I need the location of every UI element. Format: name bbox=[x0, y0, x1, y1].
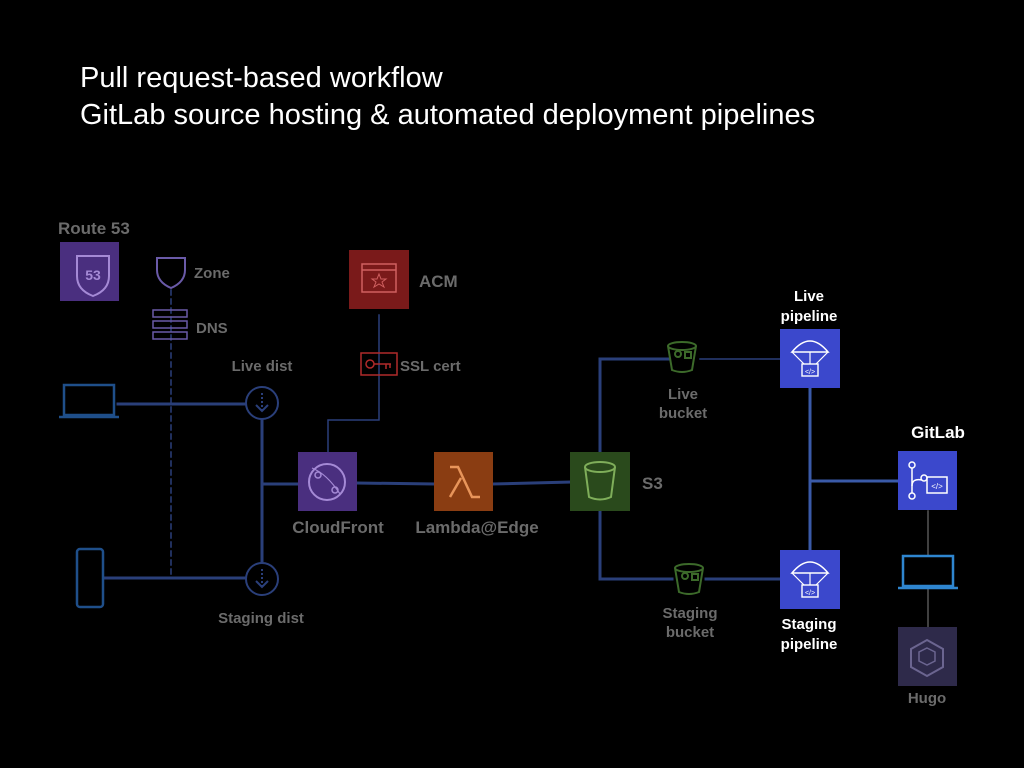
acm-to-cloudfront-line bbox=[327, 314, 380, 453]
gitlab-laptop-icon bbox=[898, 554, 958, 590]
route53-icon: 53 bbox=[60, 242, 119, 301]
cloudfront-to-lambda-line bbox=[355, 481, 436, 486]
dns-icon bbox=[152, 309, 188, 340]
bucket-icon bbox=[570, 452, 630, 511]
title-line-1: Pull request-based workflow bbox=[80, 62, 443, 94]
cloudfront-label: CloudFront bbox=[292, 518, 384, 537]
dns-label: DNS bbox=[196, 320, 228, 337]
staging-dist-icon bbox=[245, 562, 279, 596]
staging-pipeline-label: Staging pipeline bbox=[780, 616, 838, 653]
zone-icon bbox=[156, 257, 186, 290]
staging-bucket-label: Staging bucket bbox=[662, 605, 718, 641]
staging-bucket-icon bbox=[674, 563, 704, 595]
live-dist-label: Live dist bbox=[231, 358, 293, 375]
live-pipeline-label: Live pipeline bbox=[780, 288, 838, 325]
live-bucket-label: Live bucket bbox=[658, 386, 708, 422]
acm-label: ACM bbox=[419, 272, 458, 291]
lambda-edge-label: Lambda@Edge bbox=[415, 518, 539, 537]
lambda-to-s3-line bbox=[491, 480, 572, 486]
lambda-icon bbox=[434, 452, 493, 511]
s3-to-live-bucket-line bbox=[598, 357, 670, 454]
staging-dist-label: Staging dist bbox=[218, 610, 304, 627]
zone-label: Zone bbox=[194, 265, 230, 282]
live-pipeline-icon: </> bbox=[780, 329, 840, 388]
svg-text:</>: </> bbox=[805, 590, 815, 597]
title-line-2: GitLab source hosting & automated deploy… bbox=[80, 99, 816, 131]
route53-label: Route 53 bbox=[58, 219, 130, 238]
key-icon bbox=[360, 352, 398, 376]
cube-icon bbox=[898, 627, 957, 686]
ssl-cert-label: SSL cert bbox=[400, 358, 461, 375]
svg-text:</>: </> bbox=[805, 369, 815, 376]
live-dist-icon bbox=[245, 386, 279, 420]
mobile-phone-icon bbox=[75, 547, 105, 609]
route53-badge: 53 bbox=[85, 267, 101, 283]
cloudfront-globe-icon bbox=[298, 452, 357, 511]
hugo-label: Hugo bbox=[907, 690, 947, 707]
s3-label: S3 bbox=[642, 474, 663, 493]
staging-pipeline-icon: </> bbox=[780, 550, 840, 609]
live-bucket-icon bbox=[667, 341, 697, 373]
svg-text:</>: </> bbox=[931, 482, 943, 491]
git-branch-code-icon: </> bbox=[898, 451, 957, 510]
certificate-icon bbox=[349, 250, 409, 309]
connectors bbox=[102, 289, 929, 628]
s3-to-staging-bucket-line bbox=[598, 510, 674, 581]
gitlab-label: GitLab bbox=[911, 423, 965, 442]
laptop-icon bbox=[59, 383, 119, 419]
